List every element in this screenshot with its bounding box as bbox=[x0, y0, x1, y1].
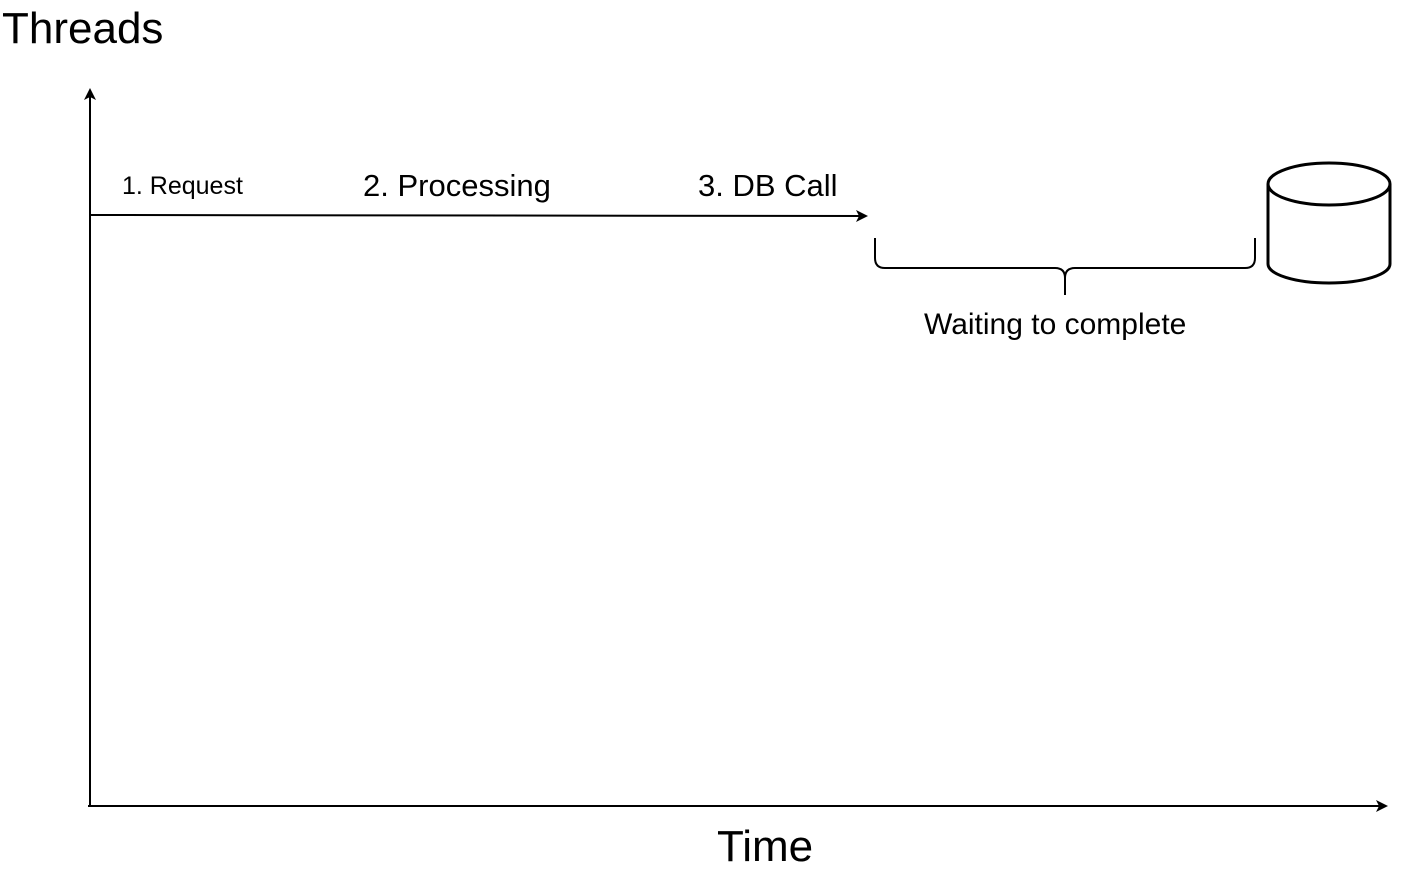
database-cylinder-icon bbox=[1266, 161, 1392, 285]
waiting-brace bbox=[874, 238, 1256, 295]
step-db-call-label: 3. DB Call bbox=[698, 168, 838, 203]
step-request-label: 1. Request bbox=[122, 172, 243, 200]
step-processing-label: 2. Processing bbox=[363, 168, 551, 203]
waiting-label: Waiting to complete bbox=[924, 308, 1187, 341]
x-axis-label: Time bbox=[717, 822, 814, 871]
y-axis-label: Threads bbox=[2, 4, 164, 53]
thread-flow-arrow bbox=[89, 209, 868, 222]
